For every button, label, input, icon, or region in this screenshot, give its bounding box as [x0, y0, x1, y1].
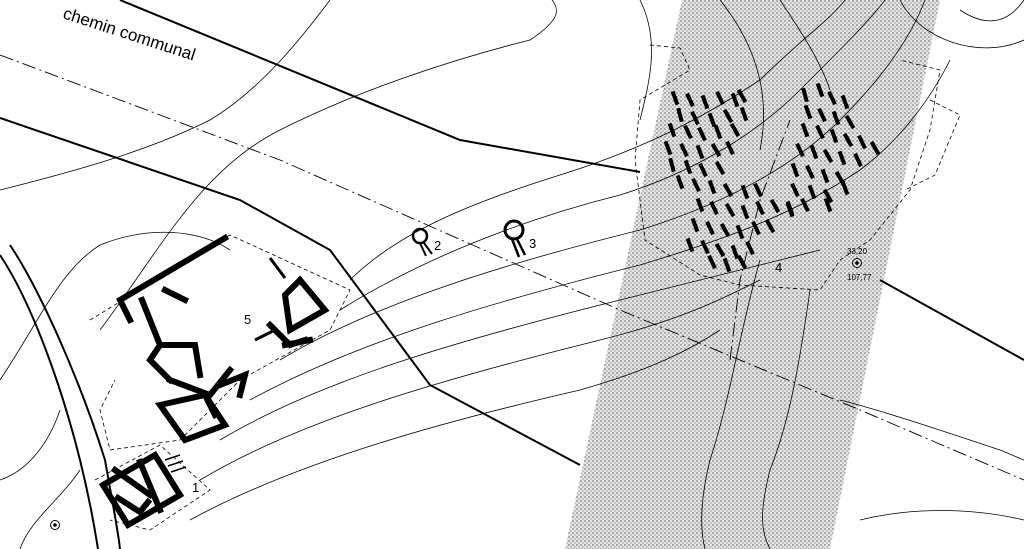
grave-mark	[822, 148, 834, 164]
grave-mark	[713, 124, 723, 140]
grave-mark	[800, 197, 810, 213]
grave-mark	[820, 168, 830, 184]
grave-mark	[707, 254, 717, 270]
grave-mark	[695, 144, 705, 160]
grave-mark	[722, 257, 732, 273]
grave-mark	[801, 87, 809, 103]
grave-mark	[753, 182, 763, 198]
grave-mark	[700, 94, 710, 110]
grave-mark	[795, 142, 805, 158]
grave-mark	[722, 108, 734, 124]
grave-mark	[740, 204, 750, 220]
grave-mark	[730, 92, 740, 108]
grave-mark	[823, 197, 833, 213]
grave-mark	[685, 237, 695, 253]
grave-mark	[857, 134, 867, 150]
grave-mark	[714, 242, 726, 258]
grave-mark	[719, 222, 731, 238]
grave-mark	[709, 200, 719, 216]
grave-mark	[840, 94, 850, 110]
grave-cluster-4	[663, 82, 881, 273]
grave-mark	[675, 174, 685, 190]
grave-mark	[736, 254, 748, 270]
grave-mark	[844, 114, 856, 130]
grave-mark	[751, 220, 761, 236]
grave-mark	[869, 140, 881, 156]
grave-mark	[690, 110, 700, 126]
grave-mark	[800, 122, 810, 138]
grave-mark	[707, 112, 717, 128]
grave-mark	[697, 126, 707, 142]
grave-mark	[683, 124, 693, 140]
grave-mark	[769, 198, 781, 214]
benchmark-west-icon	[50, 520, 60, 530]
grave-mark	[740, 184, 750, 200]
zone-label-2: 2	[434, 238, 441, 253]
grave-mark	[724, 202, 736, 218]
zone-label-5: 5	[244, 312, 251, 327]
grave-mark	[736, 88, 748, 104]
grave-mark	[840, 180, 850, 196]
grave-mark	[735, 224, 745, 240]
grave-mark	[698, 162, 708, 178]
grave-mark	[679, 142, 689, 158]
grave-mark	[827, 90, 837, 106]
excavation-band	[565, 0, 940, 549]
zone-label-4: 4	[775, 260, 782, 275]
grave-mark	[685, 92, 695, 108]
benchmark-east-icon	[852, 258, 862, 268]
grave-mark	[790, 182, 800, 198]
zone-label-1: 1	[192, 480, 199, 495]
grave-mark	[745, 240, 755, 256]
grave-mark	[755, 200, 765, 216]
grave-mark	[707, 179, 717, 195]
grave-mark	[725, 140, 735, 156]
grave-mark	[710, 142, 722, 158]
grave-mark	[729, 122, 741, 138]
building-complex-1	[98, 450, 187, 530]
grave-mark	[831, 110, 841, 126]
grave-mark	[695, 197, 705, 213]
benchmark-elevation-upper: 33,20	[847, 247, 868, 256]
grave-mark	[670, 90, 680, 106]
keyhole-feature-2	[411, 227, 433, 257]
boundary-lines	[0, 54, 1024, 481]
grave-mark	[837, 150, 847, 166]
road-label: chemin communal	[61, 4, 198, 65]
grave-mark	[667, 122, 677, 138]
grave-mark	[676, 107, 684, 123]
grave-mark	[700, 239, 710, 255]
benchmark-elevation-lower: 107,77	[847, 273, 872, 282]
keyhole-feature-3	[503, 219, 527, 258]
grave-mark	[690, 217, 700, 233]
grave-mark	[815, 124, 825, 140]
grave-mark	[691, 177, 701, 193]
grave-mark	[663, 140, 673, 156]
building-complex-5	[116, 233, 330, 444]
grave-mark	[668, 157, 676, 173]
grave-mark	[817, 107, 827, 123]
grave-mark	[683, 159, 693, 175]
grave-mark	[730, 244, 740, 260]
grave-mark	[722, 182, 734, 198]
grave-mark	[705, 220, 715, 236]
grave-mark	[785, 202, 795, 218]
grave-mark	[853, 152, 863, 168]
grave-mark	[822, 188, 834, 204]
grave-mark	[815, 82, 825, 98]
grave-mark	[739, 106, 749, 122]
grave-mark	[714, 160, 726, 176]
grave-mark	[764, 218, 776, 234]
grave-mark	[715, 90, 725, 106]
grave-mark	[805, 164, 815, 180]
grave-mark	[790, 162, 800, 178]
grave-mark	[809, 144, 819, 160]
grave-mark	[807, 184, 817, 200]
grave-mark	[803, 104, 813, 120]
grave-mark	[829, 128, 839, 144]
grave-mark	[842, 132, 854, 148]
zone-label-3: 3	[529, 236, 536, 251]
